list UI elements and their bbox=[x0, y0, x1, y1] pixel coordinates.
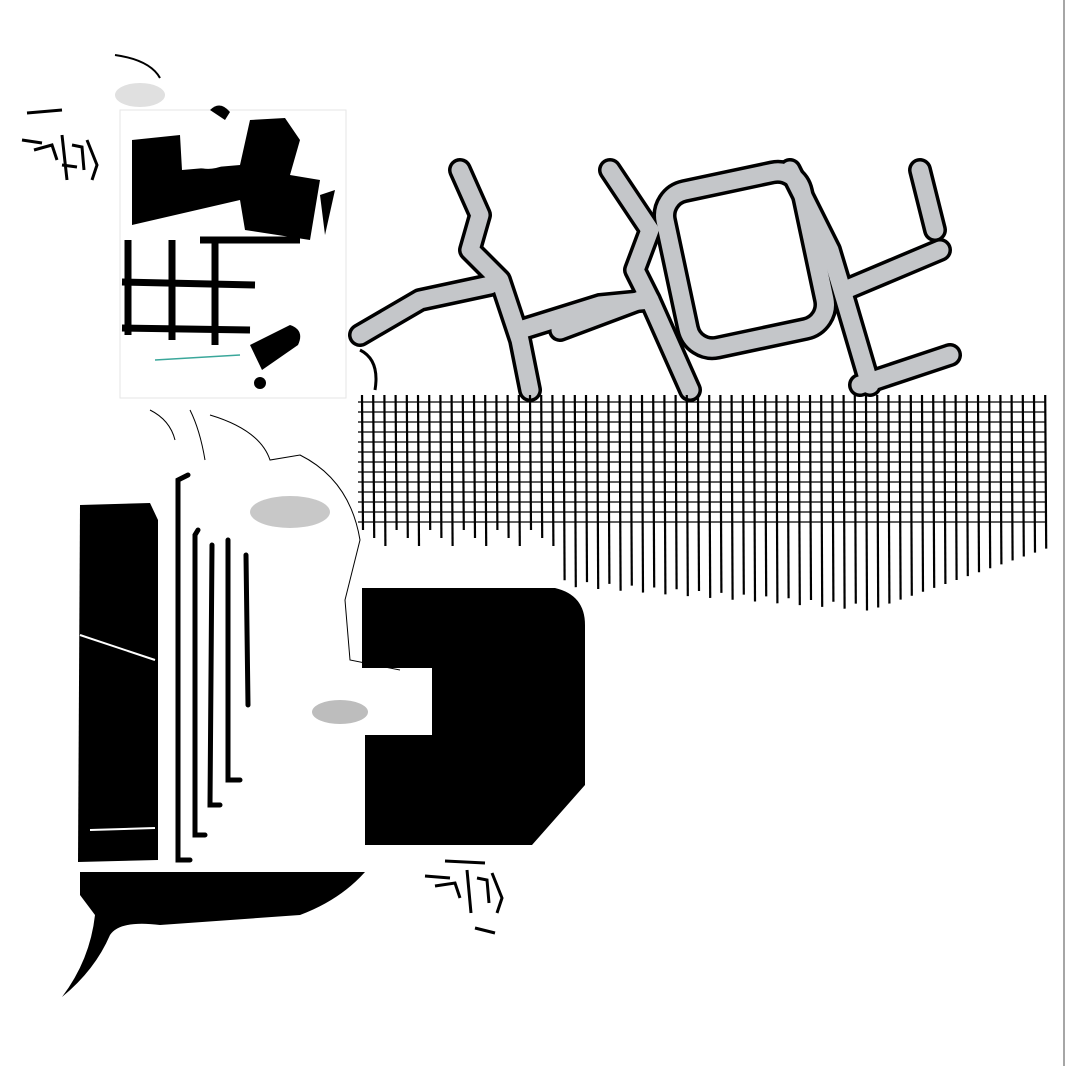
glyph-mark bbox=[424, 859, 504, 935]
grid-vertical-line bbox=[484, 394, 488, 547]
sketch-lines bbox=[149, 409, 401, 671]
grid-vertical-line bbox=[405, 394, 409, 539]
grid-vertical-line bbox=[607, 394, 611, 584]
grid-vertical-line bbox=[775, 394, 779, 604]
grid-vertical-line bbox=[764, 394, 768, 597]
grid-vertical-line bbox=[730, 394, 734, 600]
grid-vertical-line bbox=[495, 394, 499, 531]
grid-vertical-line bbox=[439, 394, 443, 539]
grid-vertical-line bbox=[954, 394, 958, 581]
black-block bbox=[362, 588, 585, 845]
grid-vertical-line bbox=[864, 394, 869, 611]
grid-vertical-line bbox=[540, 394, 544, 539]
grid-vertical-line bbox=[629, 394, 633, 586]
grid-vertical-line bbox=[528, 394, 533, 531]
grid-vertical-line bbox=[517, 394, 521, 547]
grid-vertical-line bbox=[1021, 394, 1025, 557]
grid-vertical-line bbox=[472, 394, 477, 539]
grid-vertical-line bbox=[685, 394, 689, 597]
grid-vertical-line bbox=[461, 394, 465, 531]
grid-vertical-line bbox=[797, 394, 801, 606]
grid-vertical-line bbox=[416, 394, 421, 547]
gray-wash-spot bbox=[312, 700, 368, 724]
grid-vertical-line bbox=[584, 394, 589, 583]
grid-vertical-line bbox=[696, 394, 701, 592]
panel-scratch bbox=[89, 827, 156, 831]
grid-vertical-line bbox=[898, 394, 902, 600]
grid-vertical-line bbox=[450, 394, 454, 547]
grid-vertical-line bbox=[932, 394, 936, 588]
grid-vertical-line bbox=[752, 394, 757, 602]
grid-vertical-line bbox=[719, 394, 723, 593]
grid-vertical-line bbox=[596, 394, 600, 589]
bottom-black-shape bbox=[62, 872, 365, 997]
grid-vertical-line bbox=[808, 394, 813, 601]
grid-vertical-line bbox=[652, 394, 656, 588]
top-left-grid-fragment bbox=[114, 54, 347, 399]
grid-vertical-line bbox=[831, 394, 835, 602]
gray-map-fragment bbox=[348, 158, 962, 402]
grid-vertical-line bbox=[551, 394, 555, 547]
vertical-bars bbox=[175, 472, 251, 863]
grid-vertical-line bbox=[876, 394, 880, 608]
left-black-panel bbox=[78, 503, 158, 862]
grid-vertical-line bbox=[988, 394, 992, 569]
grid-vertical-line bbox=[999, 394, 1003, 565]
grid-vertical-line bbox=[1010, 394, 1014, 561]
grid-vertical-line bbox=[674, 394, 678, 590]
grid-vertical-line bbox=[853, 394, 857, 604]
grid-vertical-line bbox=[943, 394, 947, 584]
grid-vertical-line bbox=[383, 394, 387, 547]
grid-vertical-line bbox=[786, 394, 790, 599]
grid-vertical-line bbox=[506, 394, 510, 539]
grid-vertical-line bbox=[573, 394, 577, 588]
grid-vertical-line bbox=[842, 394, 846, 609]
grid-vertical-line bbox=[976, 394, 981, 573]
grid-vertical-line bbox=[965, 394, 969, 577]
grid-vertical-line bbox=[920, 394, 925, 592]
grid-vertical-line bbox=[663, 394, 667, 595]
grid-vertical-line bbox=[1044, 394, 1048, 549]
grid-vertical-line bbox=[887, 394, 891, 604]
grid-vertical-line bbox=[820, 394, 824, 607]
grid-vertical-line bbox=[708, 394, 712, 598]
grid-vertical-line bbox=[428, 394, 432, 531]
panel-scratch bbox=[79, 634, 156, 661]
grid-vertical-line bbox=[618, 394, 622, 591]
grid-vertical-line bbox=[741, 394, 745, 595]
grid-vertical-line bbox=[640, 394, 645, 593]
grid-vertical-line bbox=[909, 394, 913, 596]
grid-vertical-line bbox=[360, 394, 365, 531]
grid-vertical-line bbox=[562, 394, 566, 581]
grid-vertical-line bbox=[394, 394, 398, 531]
glyph-mark bbox=[21, 108, 99, 181]
grid-vertical-line bbox=[1032, 394, 1037, 553]
grid-vertical-line bbox=[372, 394, 376, 539]
line-grid bbox=[358, 394, 1048, 611]
